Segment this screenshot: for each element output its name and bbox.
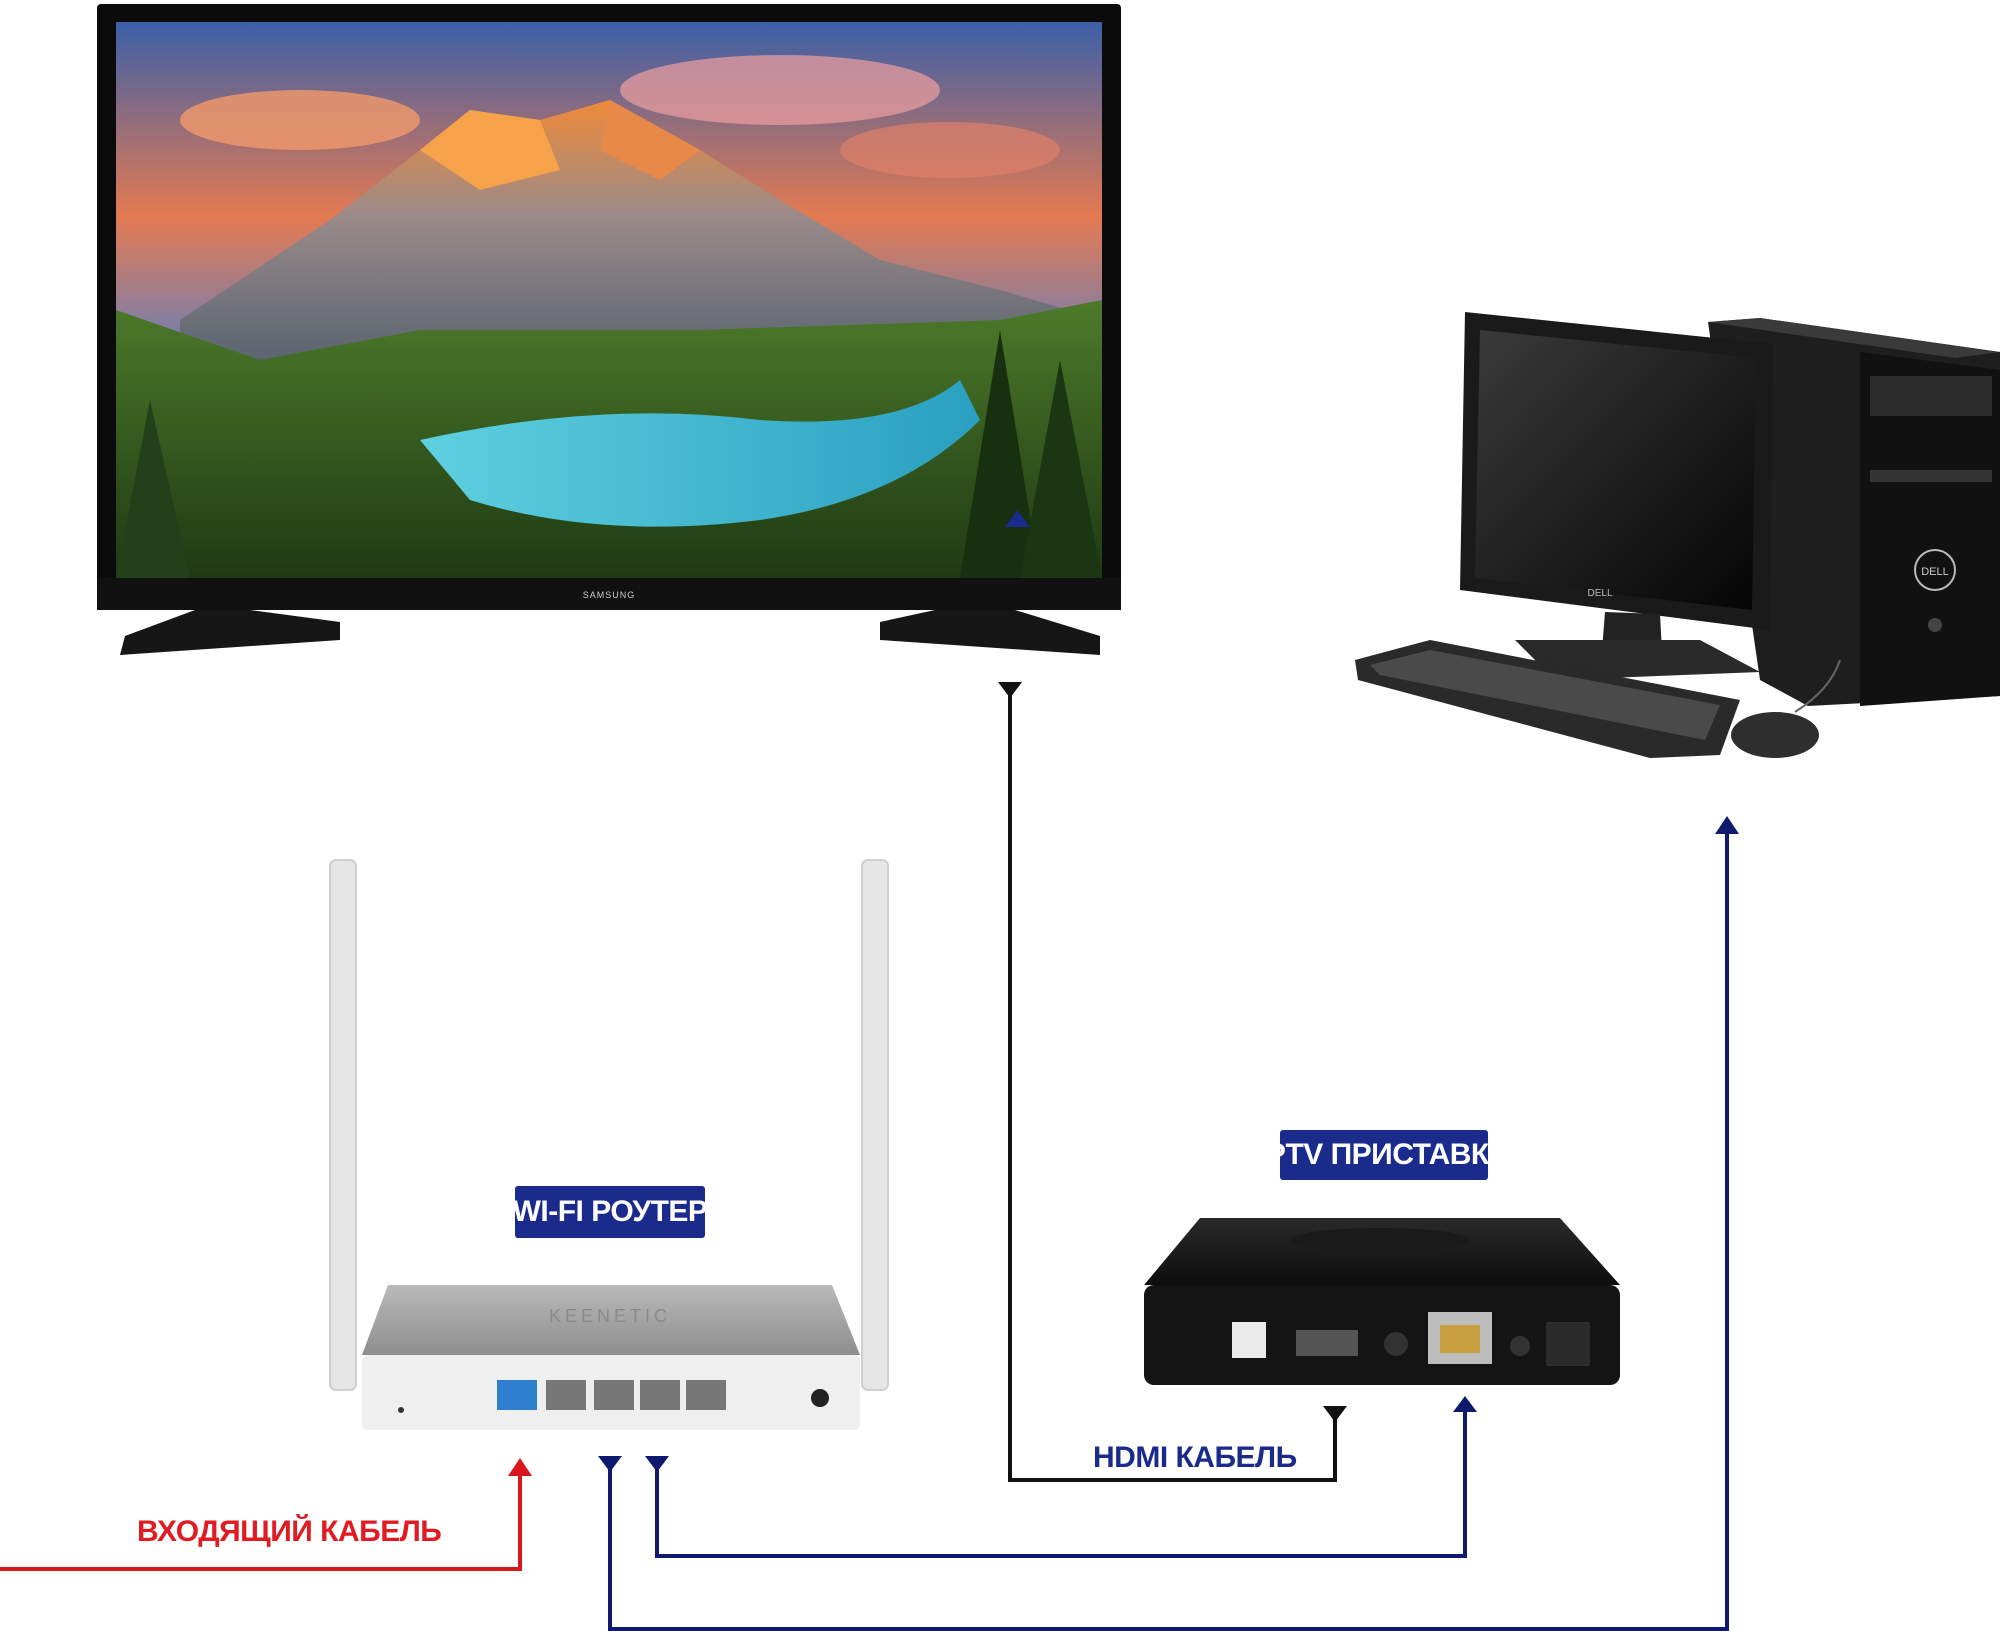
router-to-pc-line xyxy=(608,828,1729,1631)
iptv-optical-port[interactable] xyxy=(1232,1322,1266,1358)
router-brand-logo: KEENETIC xyxy=(549,1306,671,1326)
incoming-cable-line xyxy=(0,1470,522,1571)
iptv-audio-port[interactable] xyxy=(1510,1336,1530,1356)
desktop-computer: DELL DELL xyxy=(1355,312,2000,758)
pc-power-button xyxy=(1928,618,1942,632)
arrow-head-icon xyxy=(1715,816,1739,834)
router-antenna-left xyxy=(329,859,357,1391)
iptv-box xyxy=(1144,1218,1620,1385)
router-label: WI-FI РОУТЕР xyxy=(513,1186,708,1238)
arrow-head-icon xyxy=(508,1458,532,1476)
pc-brand-logo xyxy=(1914,549,1956,591)
router-lan-port-3[interactable] xyxy=(640,1380,680,1410)
tv-screen xyxy=(116,22,1102,578)
router-led xyxy=(398,1407,404,1413)
iptv-power-port[interactable] xyxy=(1546,1322,1590,1366)
router-lan-port-4[interactable] xyxy=(686,1380,726,1410)
pc-mouse xyxy=(1731,712,1819,758)
incoming-cable-label: ВХОДЯЩИЙ КАБЕЛЬ xyxy=(137,1515,442,1548)
router-reset-button[interactable] xyxy=(811,1389,829,1407)
arrow-head-icon xyxy=(1323,1406,1347,1422)
iptv-box-front xyxy=(1144,1285,1620,1385)
router-lan-port-1[interactable] xyxy=(546,1380,586,1410)
router-top xyxy=(362,1285,860,1355)
arrow-head-icon xyxy=(645,1456,669,1472)
tv-right-foot xyxy=(880,610,1100,655)
router-wan-port[interactable] xyxy=(497,1380,537,1410)
monitor-brand-logo: DELL xyxy=(1587,588,1612,599)
hdmi-cable-label: HDMI КАБЕЛЬ xyxy=(1093,1441,1297,1474)
arrow-head-icon xyxy=(998,682,1022,698)
arrow-head-icon xyxy=(1005,510,1030,527)
pc-brand-text: DELL xyxy=(1921,566,1949,578)
hdmi-cable-line xyxy=(1008,690,1337,1482)
arrow-head-icon xyxy=(1453,1396,1477,1412)
router-lan-port-2[interactable] xyxy=(594,1380,634,1410)
iptv-label: IPTV ПРИСТАВКА xyxy=(1258,1130,1510,1180)
tv-bottom-bezel xyxy=(97,578,1121,610)
pc-monitor: DELL xyxy=(1460,312,1773,680)
tv-left-foot xyxy=(120,610,340,655)
pc-tower: DELL xyxy=(1708,318,2000,706)
tv: SAMSUNG xyxy=(97,4,1121,655)
iptv-hdmi-port[interactable] xyxy=(1296,1330,1358,1356)
router-antenna-right xyxy=(861,859,889,1391)
router-to-iptv-line xyxy=(655,1406,1467,1558)
arrow-head-icon xyxy=(598,1456,622,1472)
iptv-av-port[interactable] xyxy=(1384,1332,1408,1356)
wifi-router: KEENETIC xyxy=(329,859,889,1430)
tv-brand-logo: SAMSUNG xyxy=(583,590,636,600)
